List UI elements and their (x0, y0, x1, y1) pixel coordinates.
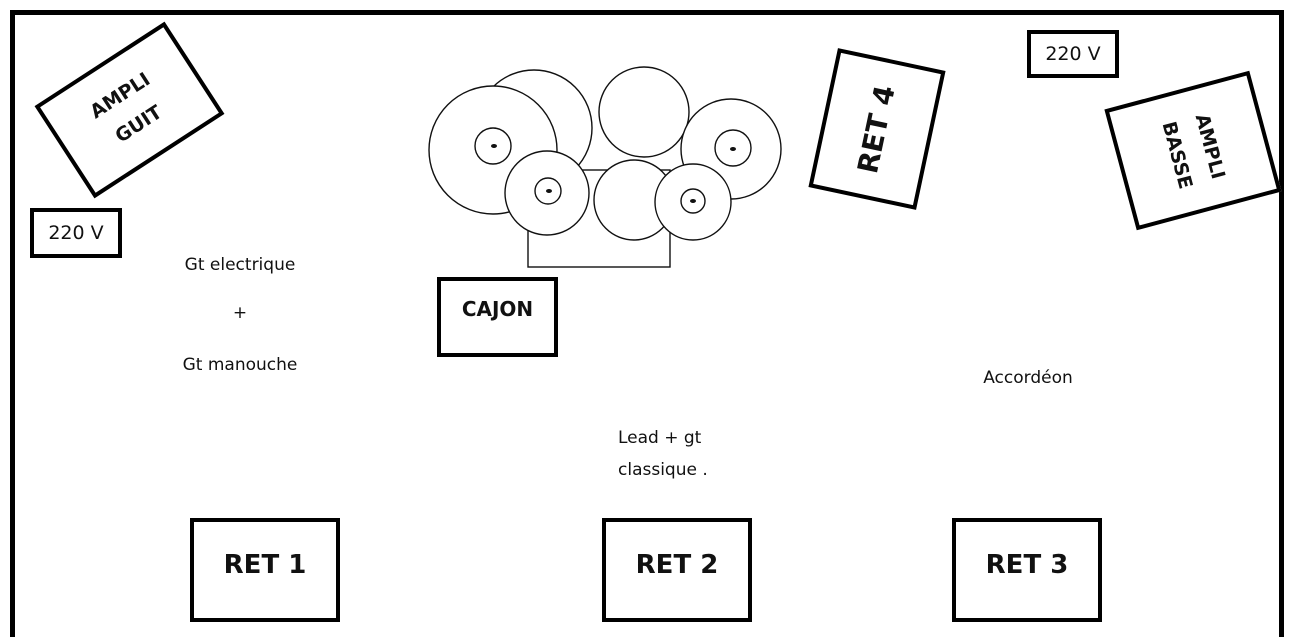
monitor-ret-3: RET 3 (952, 518, 1102, 622)
drum-tom-back-right (598, 66, 690, 158)
power-outlet-left: 220 V (30, 208, 122, 258)
guitar-amp: AMPLI GUIT (34, 21, 225, 199)
musician-center-line-2: classique . (618, 460, 708, 480)
cymbal-small-right-dot (690, 199, 696, 203)
stage-border-left (10, 10, 15, 637)
cymbal-center-dot (546, 189, 552, 193)
bass-amp: AMPLI BASSE (1104, 70, 1282, 231)
musician-left-instrument: Gt electrique (184, 255, 296, 275)
power-outlet-right: 220 V (1027, 30, 1119, 78)
stage-border-top (10, 10, 1284, 15)
monitor-ret-1: RET 1 (190, 518, 340, 622)
monitor-ret-2: RET 2 (602, 518, 752, 622)
musician-center-line-1: Lead + gt (618, 428, 702, 448)
musician-left-instrument-2: Gt manouche (182, 355, 298, 375)
cajon-box: CAJON (437, 277, 558, 357)
drum-kit (428, 66, 782, 268)
stage-border-right (1279, 10, 1284, 637)
bass-amp-label: AMPLI BASSE (1157, 111, 1229, 191)
musician-left-plus: + (232, 303, 248, 323)
musician-right-instrument: Accordéon (983, 368, 1073, 388)
cymbal-right-dot (730, 147, 736, 151)
monitor-ret-4: RET 4 (808, 48, 946, 210)
cymbal-left-dot (491, 144, 497, 148)
monitor-ret-4-label: RET 4 (851, 82, 903, 176)
